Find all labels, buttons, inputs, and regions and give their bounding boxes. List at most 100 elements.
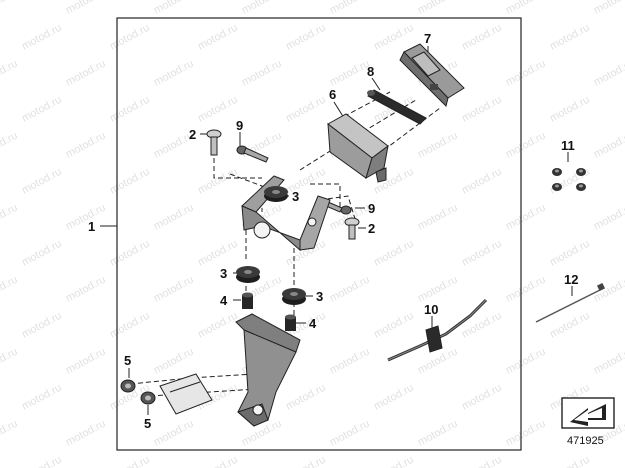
watermark-text: motod.ru [64, 274, 108, 305]
watermark-text: motod.ru [108, 166, 152, 197]
watermark-text: motod.ru [460, 22, 504, 53]
callout-labels: 1 2 2 3 3 3 4 4 5 5 6 7 8 9 9 10 11 12 [88, 31, 578, 431]
part-5-nut-b [140, 391, 156, 405]
watermark-text: motod.ru [108, 454, 152, 468]
watermark-text: motod.ru [460, 238, 504, 269]
watermark-text: motod.ru [416, 0, 460, 17]
part-4-spacer-b [285, 314, 296, 331]
watermark-text: motod.ru [152, 202, 196, 233]
watermark-text: motod.ru [416, 418, 460, 449]
watermark-text: motod.ru [504, 418, 548, 449]
watermark-text: motod.ru [152, 418, 196, 449]
watermark-text: motod.ru [328, 274, 372, 305]
upper-bracket [241, 175, 331, 252]
part-3-bushing-c [282, 288, 306, 305]
watermark-text: motod.ru [416, 274, 460, 305]
watermark-text: motod.ru [548, 238, 592, 269]
watermark-text: motod.ru [20, 310, 64, 341]
watermark-text: motod.ru [284, 166, 328, 197]
callout-1: 1 [88, 219, 95, 234]
watermark-text: motod.ru [240, 58, 284, 89]
watermark-text: motod.ru [196, 454, 240, 468]
watermark-text: motod.ru [504, 58, 548, 89]
watermark-text: motod.ru [328, 346, 372, 377]
part-11-grommets [552, 168, 586, 191]
assembly-frame [116, 17, 522, 451]
watermark-text: motod.ru [460, 382, 504, 413]
watermark-text: motod.ru [548, 22, 592, 53]
watermark-text: motod.ru [416, 202, 460, 233]
watermark-text: motod.ru [548, 454, 592, 468]
watermark-text: motod.ru [460, 310, 504, 341]
watermark-text: motod.ru [0, 130, 20, 161]
watermark-text: motod.ru [592, 202, 625, 233]
callout-5-upper: 5 [124, 353, 131, 368]
watermark-text: motod.ru [592, 274, 625, 305]
watermark-text: motod.ru [372, 22, 416, 53]
callout-4-right: 4 [309, 316, 317, 331]
watermark-text: motod.ru [152, 0, 196, 17]
watermark-text: motod.ru [504, 0, 548, 17]
watermark-text: motod.ru [592, 58, 625, 89]
callout-3-upper: 3 [292, 189, 299, 204]
callout-2-upper: 2 [189, 127, 196, 142]
callout-11: 11 [561, 138, 575, 153]
watermark-text: motod.ru [284, 22, 328, 53]
watermark-text: motod.ru [20, 22, 64, 53]
callout-2-lower: 2 [368, 221, 375, 236]
watermark-text: motod.ru [592, 346, 625, 377]
part-2-bolt-upper [206, 129, 222, 156]
watermark-text: motod.ru [372, 238, 416, 269]
watermark-text: motod.ru [108, 238, 152, 269]
callout-3-right: 3 [316, 289, 323, 304]
watermark-text: motod.ru [328, 58, 372, 89]
part-4-spacer-a [242, 292, 253, 309]
watermark-text: motod.ru [416, 346, 460, 377]
part-6-housing [327, 113, 389, 183]
watermark-text: motod.ru [20, 382, 64, 413]
callout-12: 12 [564, 272, 578, 287]
part-7-mount-block [399, 43, 465, 107]
watermark-text: motod.ru [64, 58, 108, 89]
mounting-plate [159, 373, 213, 415]
watermark-text: motod.ru [416, 130, 460, 161]
watermark-text: motod.ru [64, 130, 108, 161]
watermark-text: motod.ru [548, 94, 592, 125]
watermark-text: motod.ru [284, 454, 328, 468]
watermark-text: motod.ru [196, 310, 240, 341]
watermark-text: motod.ru [0, 0, 20, 17]
watermark-text: motod.ru [284, 94, 328, 125]
part-9-screw-lower [325, 201, 352, 215]
callout-5-lower: 5 [144, 416, 151, 431]
callout-9-lower: 9 [368, 201, 375, 216]
watermark-text: motod.ru [240, 0, 284, 17]
watermark-text: motod.ru [548, 310, 592, 341]
watermark-text: motod.ru [20, 166, 64, 197]
callout-7: 7 [424, 31, 431, 46]
arrow-box-icon [561, 397, 615, 429]
watermark-text: motod.ru [460, 454, 504, 468]
part-9-screw-upper [236, 145, 269, 163]
callout-3-left: 3 [220, 266, 227, 281]
watermark-text: motod.ru [64, 418, 108, 449]
watermark-text: motod.ru [0, 274, 20, 305]
callout-4-left: 4 [220, 293, 228, 308]
watermark-text: motod.ru [592, 130, 625, 161]
watermark-text: motod.ru [284, 382, 328, 413]
watermark-text: motod.ru [108, 310, 152, 341]
watermark-text: motod.ru [504, 130, 548, 161]
watermark-text: motod.ru [20, 454, 64, 468]
watermark-text: motod.ru [328, 0, 372, 17]
watermark-text: motod.ru [196, 22, 240, 53]
watermark-text: motod.ru [64, 202, 108, 233]
watermark-text: motod.ru [196, 166, 240, 197]
watermark-text: motod.ru [20, 94, 64, 125]
callout-9-upper: 9 [236, 118, 243, 133]
watermark-text: motod.ru [108, 22, 152, 53]
watermark-text: motod.ru [0, 58, 20, 89]
part-3-bushing-b [236, 266, 260, 283]
watermark-text: motod.ru [372, 382, 416, 413]
part-5-nut-a [120, 379, 136, 393]
callout-8: 8 [367, 64, 374, 79]
